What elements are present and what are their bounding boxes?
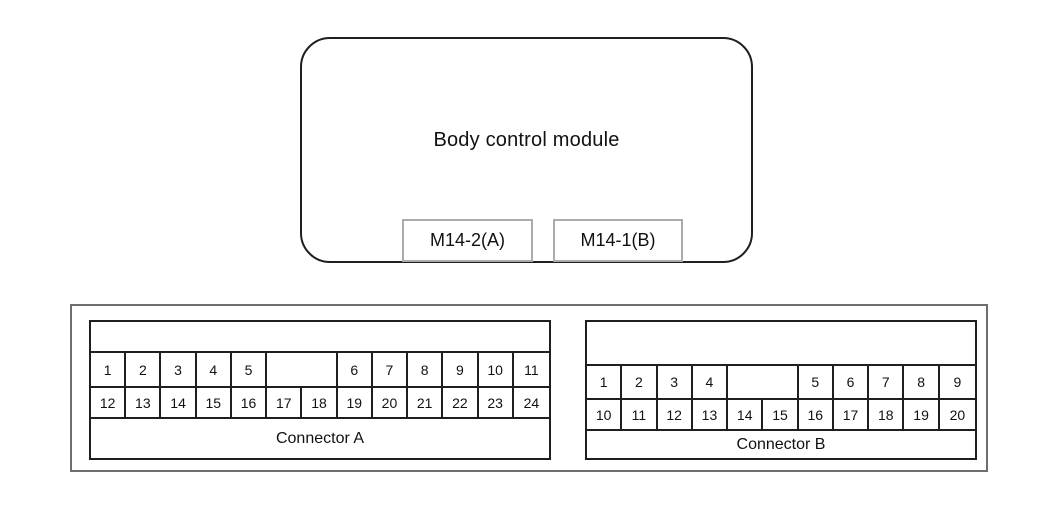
pin-cell: 22 <box>443 388 479 417</box>
pin-cell: 18 <box>302 388 338 417</box>
connector-tag-m14-2a: M14-2(A) <box>402 219 533 262</box>
pin-cell: 19 <box>904 400 940 429</box>
pin-cell: 17 <box>834 400 870 429</box>
connector-b-label: Connector B <box>736 435 826 453</box>
pin-cell: 2 <box>622 366 658 398</box>
pin-cell: 15 <box>763 400 799 429</box>
pin-cell: 10 <box>479 353 514 386</box>
pin-cell: 3 <box>161 353 197 386</box>
pin-cell: 20 <box>373 388 409 417</box>
pin-cell: 23 <box>479 388 514 417</box>
pin-cell: 7 <box>869 366 905 398</box>
pin-cell: 13 <box>126 388 162 417</box>
pin-cell: 20 <box>949 406 966 423</box>
pin-cell: 16 <box>232 388 268 417</box>
pin-cell: 11 <box>622 400 658 429</box>
pin-cell: 9 <box>443 353 479 386</box>
body-control-module-box: Body control module M14-2(A) M14-1(B) <box>300 37 753 263</box>
pin-cell: 15 <box>197 388 232 417</box>
connector-a-label: Connector A <box>275 429 365 447</box>
pin-cell: 17 <box>267 388 303 417</box>
pin-cell: 14 <box>728 400 764 429</box>
pin-cell: 1 <box>587 366 623 398</box>
pin-cell: 1 <box>91 353 127 386</box>
pin-cell: 2 <box>126 353 162 386</box>
pin-cell: 21 <box>408 388 444 417</box>
connector-a-header-strip <box>91 322 549 353</box>
pin-cell: 9 <box>953 374 962 390</box>
pin-cell: 11 <box>524 361 539 378</box>
pin-gap-cell <box>267 353 338 386</box>
pin-cell: 10 <box>587 400 623 429</box>
pin-cell: 3 <box>658 366 693 398</box>
pin-cell: 16 <box>799 400 834 429</box>
connector-tag-m14-1b: M14-1(B) <box>553 219 683 262</box>
pin-cell: 12 <box>91 388 127 417</box>
pin-cell: 14 <box>161 388 197 417</box>
pin-cell: 5 <box>232 353 268 386</box>
pin-cell: 13 <box>693 400 729 429</box>
pin-cell: 6 <box>338 353 373 386</box>
pin-cell: 24 <box>523 394 540 411</box>
connector-b-header-strip <box>587 322 975 366</box>
pin-cell: 7 <box>373 353 409 386</box>
pin-cell: 6 <box>834 366 870 398</box>
pin-cell: 8 <box>904 366 940 398</box>
pin-cell: 8 <box>408 353 444 386</box>
pin-cell: 19 <box>338 388 373 417</box>
pin-cell: 12 <box>658 400 693 429</box>
pin-cell: 4 <box>693 366 729 398</box>
pin-cell: 5 <box>799 366 834 398</box>
pin-cell: 18 <box>869 400 905 429</box>
pin-gap-cell <box>728 366 799 398</box>
pin-cell: 4 <box>197 353 232 386</box>
module-title: Body control module <box>433 129 620 151</box>
